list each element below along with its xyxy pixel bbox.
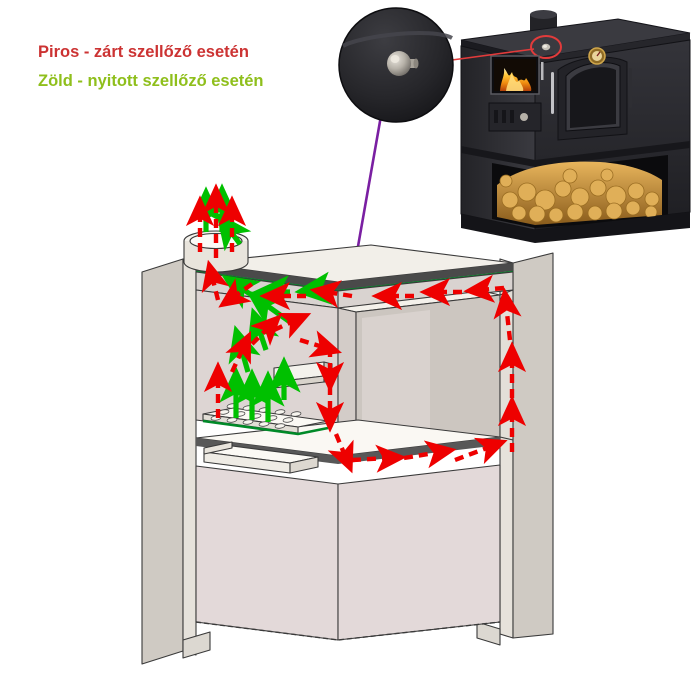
vent-knob-magnified <box>387 51 419 76</box>
log-storage-compartment <box>492 155 668 228</box>
stove-photo <box>460 10 691 243</box>
firebox-window <box>490 55 540 95</box>
oven-inner-back <box>362 310 430 440</box>
legend-item-green: Zöld - nyitott szellőző esetén <box>38 72 264 90</box>
lower-cabinet-back <box>195 465 339 641</box>
firebox-handle <box>541 62 544 80</box>
oven-thermometer-dial <box>588 47 606 65</box>
lower-cabinet-floor-edge <box>195 621 501 641</box>
closed-vent-airflow-arrows <box>185 183 527 474</box>
air-vent-knob <box>541 43 551 51</box>
log-ends <box>499 168 660 223</box>
vent-knob-highlight-ellipse <box>530 35 562 59</box>
legend: Piros - zárt szellőző esetén Zöld - nyit… <box>38 38 264 96</box>
magnifier-vent-closeup <box>338 7 454 123</box>
left-side-wall <box>141 258 184 665</box>
oven-door <box>551 56 632 141</box>
ash-drawer <box>488 102 542 132</box>
legend-item-red: Piros - zárt szellőző esetén <box>38 43 249 61</box>
left-foot <box>182 631 211 659</box>
ash-tray <box>203 441 319 474</box>
callout-red-line <box>451 48 535 61</box>
right-foot <box>476 621 501 646</box>
